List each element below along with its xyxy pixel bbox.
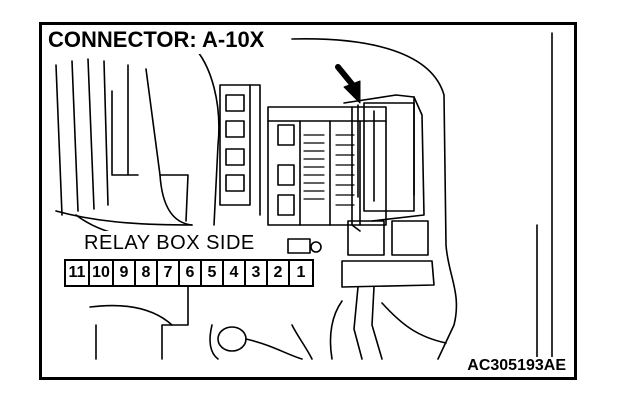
- pin-6: 6: [180, 261, 202, 285]
- relay-box-side-label: RELAY BOX SIDE: [81, 231, 258, 255]
- pin-10: 10: [90, 261, 114, 285]
- pin-8: 8: [136, 261, 158, 285]
- pin-1: 1: [296, 264, 306, 281]
- pin-5: 5: [202, 261, 224, 285]
- pin-3: 3: [246, 261, 268, 285]
- figure-code: AC305193AE: [465, 357, 568, 375]
- pin-4: 4: [224, 261, 246, 285]
- pin-11: 11: [66, 261, 90, 285]
- connector-title: CONNECTOR: A-10X: [46, 26, 271, 54]
- pin-7: 7: [158, 261, 180, 285]
- pin-9: 9: [114, 261, 136, 285]
- pin-2: 2: [268, 261, 290, 285]
- relay-box-drawing: [55, 32, 553, 360]
